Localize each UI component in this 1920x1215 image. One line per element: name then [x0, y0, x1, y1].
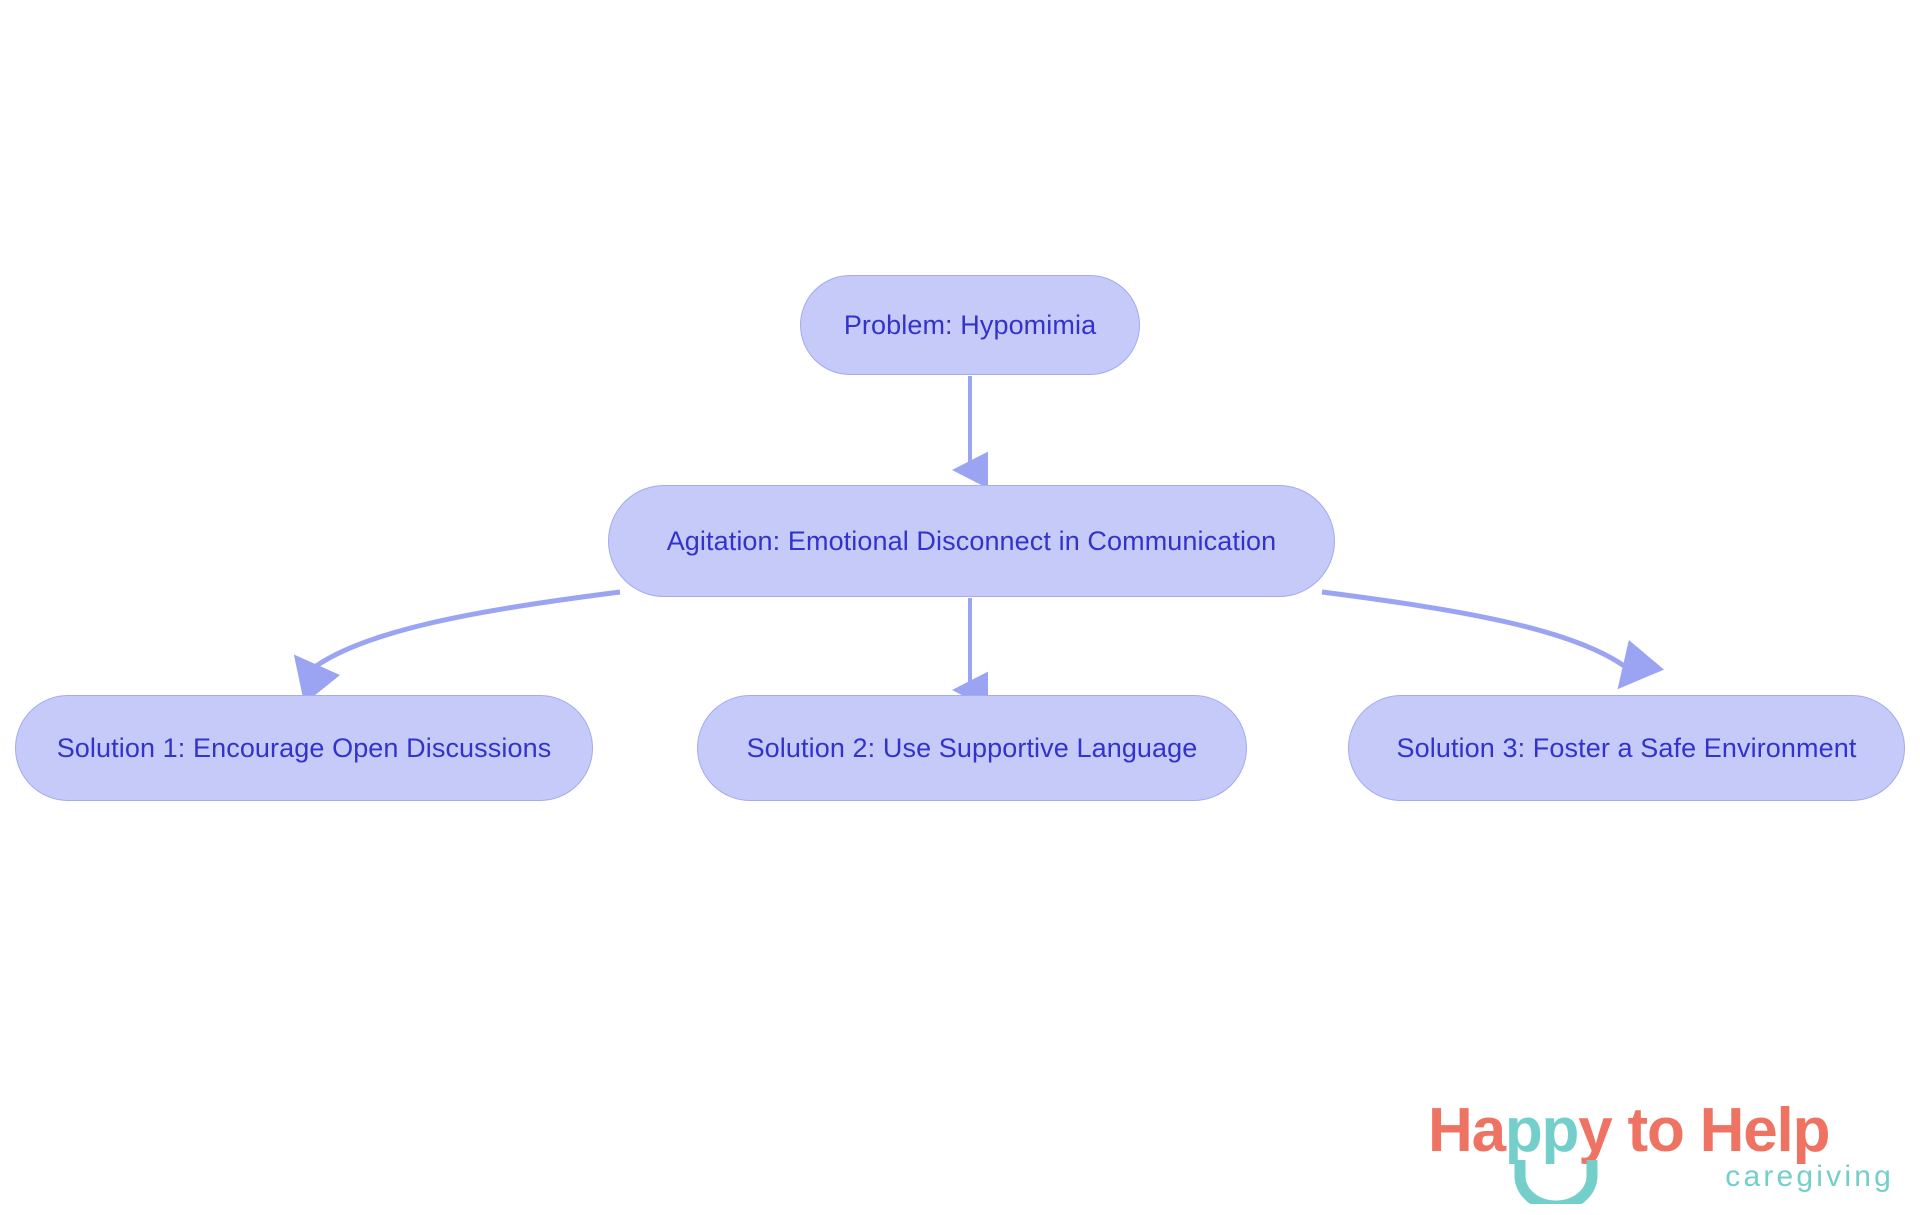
node-solution-3[interactable]: Solution 3: Foster a Safe Environment — [1348, 695, 1905, 801]
node-agitation[interactable]: Agitation: Emotional Disconnect in Commu… — [608, 485, 1335, 597]
node-problem[interactable]: Problem: Hypomimia — [800, 275, 1140, 375]
logo-text-part-4: l — [1776, 1096, 1794, 1165]
logo-text-part-1: Ha — [1428, 1096, 1506, 1165]
smile-icon — [1514, 1160, 1598, 1204]
logo-tagline: caregiving — [1725, 1160, 1894, 1193]
edge-agitation-to-solution-3 — [1321, 589, 1665, 690]
node-solution-2[interactable]: Solution 2: Use Supportive Language — [697, 695, 1247, 801]
logo-text-part-5: p — [1792, 1096, 1831, 1165]
brand-logo: Happy to Help caregiving — [1428, 1100, 1896, 1204]
logo-wordmark: Happy to Help — [1428, 1100, 1830, 1162]
logo-text-part-2: pp — [1504, 1096, 1580, 1165]
node-solution-1[interactable]: Solution 1: Encourage Open Discussions — [15, 695, 593, 801]
edge-agitation-to-solution-1 — [293, 589, 621, 704]
logo-text-part-3: y to He — [1578, 1096, 1778, 1165]
